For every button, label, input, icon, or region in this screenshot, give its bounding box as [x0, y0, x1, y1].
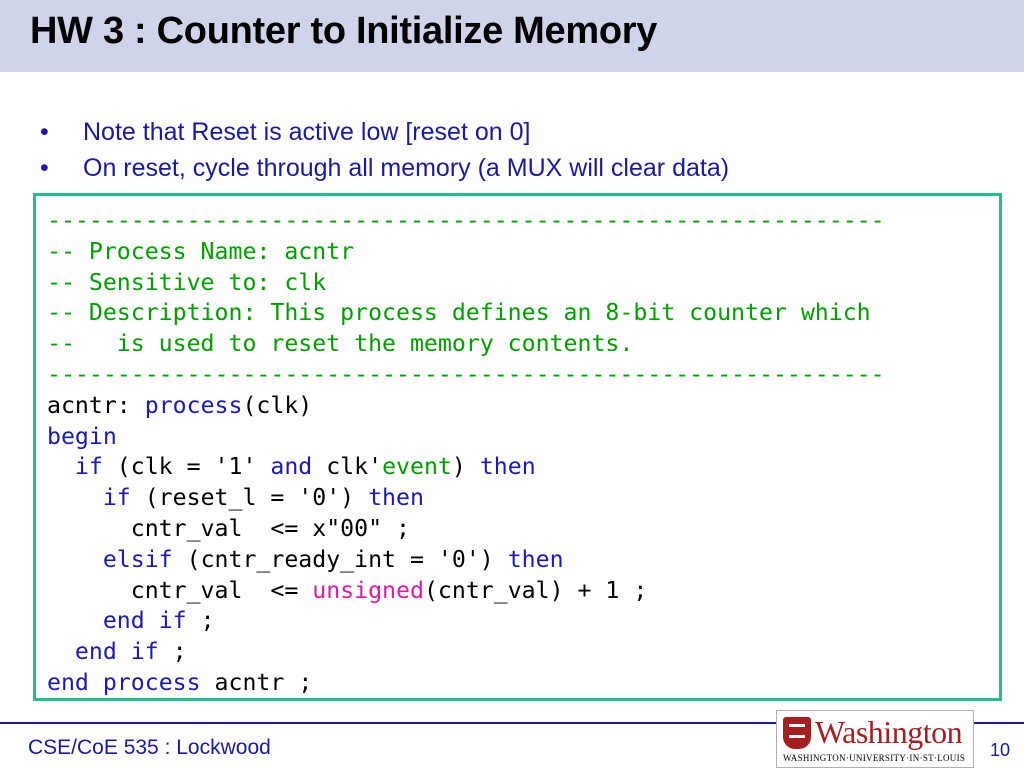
code-token: ----------------------------------------… [47, 360, 885, 388]
bullet-text: On reset, cycle through all memory (a MU… [83, 154, 730, 182]
washington-university-logo: Washington WASHINGTON·UNIVERSITY·IN·ST·L… [776, 710, 974, 768]
code-token: (cntr_ready_int = '0') [172, 545, 508, 573]
bullet-item: • Note that Reset is active low [reset on… [40, 114, 729, 150]
code-token: cntr_val <= x"00" ; [47, 514, 410, 542]
code-line: acntr: process(clk) [47, 392, 312, 419]
bullet-list: • Note that Reset is active low [reset on… [40, 114, 729, 186]
code-token: elsif [102, 545, 173, 573]
code-box: ----------------------------------------… [33, 193, 1002, 701]
code-token: if [158, 607, 187, 635]
code-token [47, 607, 103, 634]
code-token: end [74, 638, 117, 666]
code-line: end process acntr ; [47, 669, 312, 696]
code-token: ----------------------------------------… [47, 207, 885, 234]
code-token: -- Process Name: acntr [47, 237, 355, 265]
code-line: -- is used to reset the memory contents. [47, 330, 633, 357]
code-token: then [479, 453, 536, 481]
code-token: (cntr_val) + 1 ; [423, 576, 648, 604]
code-line: end if ; [47, 607, 215, 634]
code-line: if (clk = '1' and clk'event) then [47, 453, 536, 480]
code-token: process [144, 391, 243, 419]
code-token: -- Sensitive to: clk [47, 268, 327, 296]
code-token: (clk = '1' [102, 453, 271, 481]
code-token [47, 546, 103, 573]
code-token: event [382, 453, 452, 481]
code-token: end [102, 607, 145, 635]
code-token: if [74, 453, 103, 481]
code-token [89, 669, 103, 696]
code-token: -- is used to reset the memory contents. [47, 330, 634, 358]
code-token [145, 607, 159, 634]
logo-wordmark: Washington [815, 714, 963, 750]
bullet-glyph: • [40, 118, 49, 146]
page-number: 10 [990, 740, 1011, 760]
code-line: -- Process Name: acntr [47, 238, 354, 265]
bullet-glyph: • [40, 154, 49, 182]
code-token [117, 638, 131, 665]
code-token: process [102, 668, 201, 696]
logo-subline: WASHINGTON·UNIVERSITY·IN·ST·LOUIS [783, 753, 966, 763]
vhdl-code-block: ----------------------------------------… [47, 206, 885, 699]
code-token [47, 638, 75, 665]
code-token: end [47, 668, 89, 696]
code-token [47, 484, 103, 511]
code-token: clk' [312, 453, 383, 481]
footer-divider [0, 722, 1024, 724]
code-token: -- Description: This process defines an … [47, 299, 871, 327]
code-token [47, 453, 75, 480]
code-token: cntr_val <= [47, 576, 313, 604]
bullet-text: Note that Reset is active low [reset on … [83, 118, 531, 146]
code-line: ----------------------------------------… [47, 361, 885, 388]
code-line: -- Sensitive to: clk [47, 269, 326, 296]
code-token: begin [47, 422, 117, 450]
code-line: elsif (cntr_ready_int = '0') then [47, 546, 564, 573]
code-token: ; [186, 607, 215, 635]
footer-course: CSE/CoE 535 : Lockwood [28, 736, 271, 759]
code-token: unsigned [312, 576, 424, 604]
code-token: if [130, 638, 159, 666]
code-line: cntr_val <= unsigned(cntr_val) + 1 ; [47, 576, 648, 604]
code-line: end if ; [47, 638, 187, 665]
code-token: acntr ; [200, 668, 313, 696]
code-line: begin [47, 423, 117, 450]
code-token: then [368, 484, 424, 512]
code-line: ----------------------------------------… [47, 207, 885, 234]
code-line: cntr_val <= x"00" ; [47, 515, 410, 542]
code-token: (reset_l = '0') [130, 484, 369, 512]
code-token: acntr: [47, 391, 145, 419]
code-line: if (reset_l = '0') then [47, 484, 424, 511]
code-line: -- Description: This process defines an … [47, 299, 871, 326]
code-token: then [507, 545, 564, 573]
title-bar: HW 3 : Counter to Initialize Memory [0, 0, 1024, 72]
code-token: (clk) [242, 391, 313, 419]
bullet-item: • On reset, cycle through all memory (a M… [40, 150, 729, 186]
slide-title: HW 3 : Counter to Initialize Memory [30, 10, 658, 52]
code-token: ) [451, 453, 480, 481]
code-token: and [270, 453, 313, 481]
university-seal-icon [783, 717, 811, 749]
code-token: if [102, 484, 131, 512]
code-token: ; [158, 638, 187, 666]
